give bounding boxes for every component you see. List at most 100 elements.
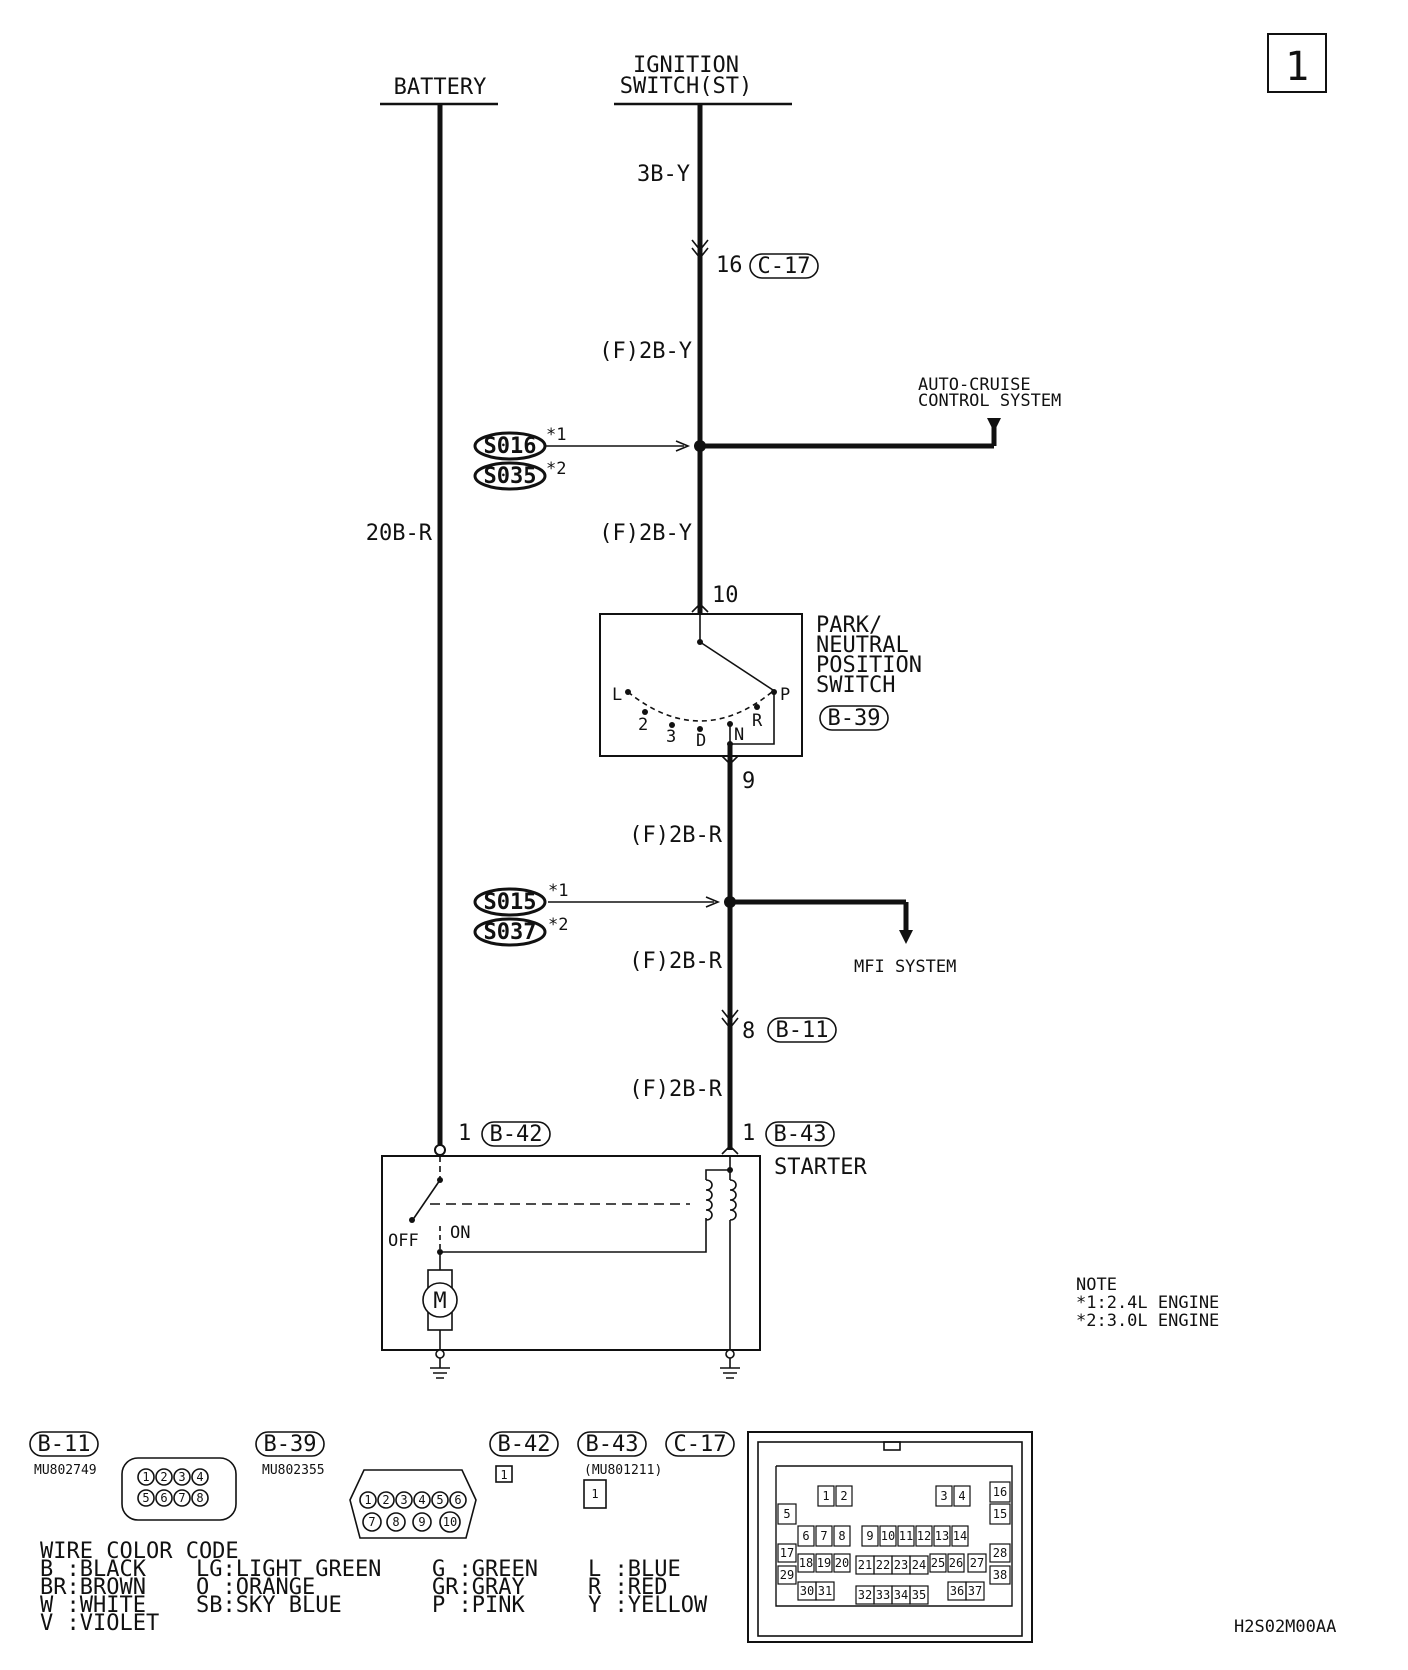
autocruise-arrow (987, 418, 1001, 432)
c17-pin: 31 (815, 1581, 835, 1601)
conn-b11-label: B-11 (776, 1018, 829, 1043)
svg-text:16: 16 (993, 1485, 1007, 1499)
pos-3-dot (669, 722, 675, 728)
svg-text:8: 8 (392, 1515, 399, 1529)
pos-l-dot (625, 689, 631, 695)
mfi-system-label: MFI SYSTEM (854, 957, 956, 977)
pin-10-label: 10 (712, 583, 739, 608)
c17-pin: 12 (915, 1525, 933, 1547)
svg-text:13: 13 (935, 1529, 949, 1543)
b11-pin: 2 (155, 1468, 173, 1486)
wire-f2b-y-label-2: (F)2B-Y (599, 521, 692, 546)
svg-text:5: 5 (783, 1507, 790, 1521)
wire-color-entry: W :WHITE (40, 1593, 146, 1618)
svg-text:2: 2 (840, 1489, 847, 1503)
c17-pin: 8 (833, 1525, 851, 1547)
note1-mark-a: *1 (546, 425, 566, 445)
svg-text:4: 4 (958, 1489, 965, 1503)
ground-symbol-b (720, 1358, 740, 1379)
page-number: 1 (1285, 44, 1309, 90)
wire-f2b-r-label-1: (F)2B-R (629, 823, 722, 848)
svg-text:17: 17 (780, 1546, 794, 1560)
pnp-label-1: PARK/ (816, 613, 882, 638)
svg-text:1: 1 (142, 1470, 149, 1484)
svg-text:8: 8 (196, 1491, 203, 1505)
pnp-arc (627, 691, 773, 722)
on-label: ON (450, 1223, 470, 1243)
pos-2-dot (642, 709, 648, 715)
pnp-return-lead (730, 692, 775, 745)
c17-pin: 15 (989, 1503, 1011, 1525)
pnp-label-3: POSITION (816, 653, 922, 678)
svg-text:4: 4 (196, 1470, 203, 1484)
b11-pin: 7 (173, 1489, 191, 1507)
svg-text:12: 12 (917, 1529, 931, 1543)
c17-pin: 20 (833, 1553, 851, 1573)
hold-in-coil (729, 1179, 737, 1221)
b42-view-label: B-42 (498, 1432, 551, 1457)
ground-symbol-a (430, 1358, 450, 1379)
c17-pin: 23 (891, 1555, 911, 1575)
svg-text:19: 19 (817, 1556, 831, 1570)
note-1: *1:2.4L ENGINE (1076, 1293, 1219, 1313)
conn-b43-oval (765, 1121, 835, 1147)
pnp-input-mark (691, 602, 709, 613)
c17-view-oval (665, 1431, 735, 1457)
pos-l: L (612, 685, 622, 705)
b11-pin: 1 (137, 1468, 155, 1486)
svg-text:6: 6 (160, 1491, 167, 1505)
svg-text:24: 24 (912, 1558, 926, 1572)
c17-pin: 26 (947, 1553, 965, 1573)
splice-s037-oval (473, 917, 547, 947)
c17-pin: 2 (835, 1485, 853, 1507)
wire-color-code-title: WIRE COLOR CODE (40, 1539, 239, 1564)
svg-text:1: 1 (364, 1493, 371, 1507)
b43-part: (MU801211) (584, 1463, 662, 1478)
b39-view-label: B-39 (264, 1432, 317, 1457)
svg-text:33: 33 (876, 1588, 890, 1602)
c17-pin: 4 (953, 1485, 971, 1507)
c17-key (883, 1441, 901, 1451)
b39-housing (349, 1469, 477, 1539)
wire-color-entry: O :ORANGE (196, 1575, 315, 1600)
svg-text:2: 2 (382, 1493, 389, 1507)
svg-text:34: 34 (894, 1588, 908, 1602)
note-title: NOTE (1076, 1275, 1117, 1295)
battery-label: BATTERY (394, 75, 487, 100)
motor-label: M (433, 1289, 446, 1314)
pos-r: R (752, 711, 763, 731)
c17-pin: 24 (909, 1555, 929, 1575)
b39-pin: 3 (395, 1491, 413, 1509)
svg-text:2: 2 (160, 1470, 167, 1484)
ignition-label-2: SWITCH(ST) (620, 74, 752, 99)
c17-pin: 18 (797, 1553, 815, 1573)
b39-part: MU802355 (262, 1463, 325, 1478)
wire-color-entry: LG:LIGHT GREEN (196, 1557, 381, 1582)
b11-pins: 1 2 3 4 5 6 7 8 (137, 1468, 209, 1507)
wire-3b-y-label: 3B-Y (637, 162, 690, 187)
b39-pin: 5 (431, 1491, 449, 1509)
pull-in-coil (705, 1179, 713, 1221)
svg-text:7: 7 (820, 1529, 827, 1543)
c17-pin: 11 (897, 1525, 915, 1547)
c17-pin: 19 (815, 1553, 833, 1573)
wire-color-entry: L :BLUE (588, 1557, 681, 1582)
ignition-label-1: IGNITION (633, 53, 739, 78)
svg-text:35: 35 (912, 1588, 926, 1602)
splice-s016-label: S016 (484, 434, 537, 459)
svg-text:30: 30 (800, 1584, 814, 1598)
pin-9-label: 9 (742, 769, 755, 794)
svg-text:14: 14 (953, 1529, 967, 1543)
wire-f2b-r-label-2: (F)2B-R (629, 949, 722, 974)
starter-label: STARTER (774, 1155, 867, 1180)
c17-pin: 29 (777, 1565, 797, 1585)
wire-color-entry: SB:SKY BLUE (196, 1593, 342, 1618)
c17-pin: 3 (935, 1485, 953, 1507)
c17-pin: 27 (967, 1553, 987, 1573)
wire-color-entry: P :PINK (432, 1593, 525, 1618)
wire-color-code-table: B :BLACK LG:LIGHT GREEN G :GREEN L :BLUE… (40, 1557, 708, 1636)
svg-text:38: 38 (993, 1568, 1007, 1582)
svg-text:5: 5 (436, 1493, 443, 1507)
conn-b39-label: B-39 (828, 706, 881, 731)
svg-text:8: 8 (838, 1529, 845, 1543)
